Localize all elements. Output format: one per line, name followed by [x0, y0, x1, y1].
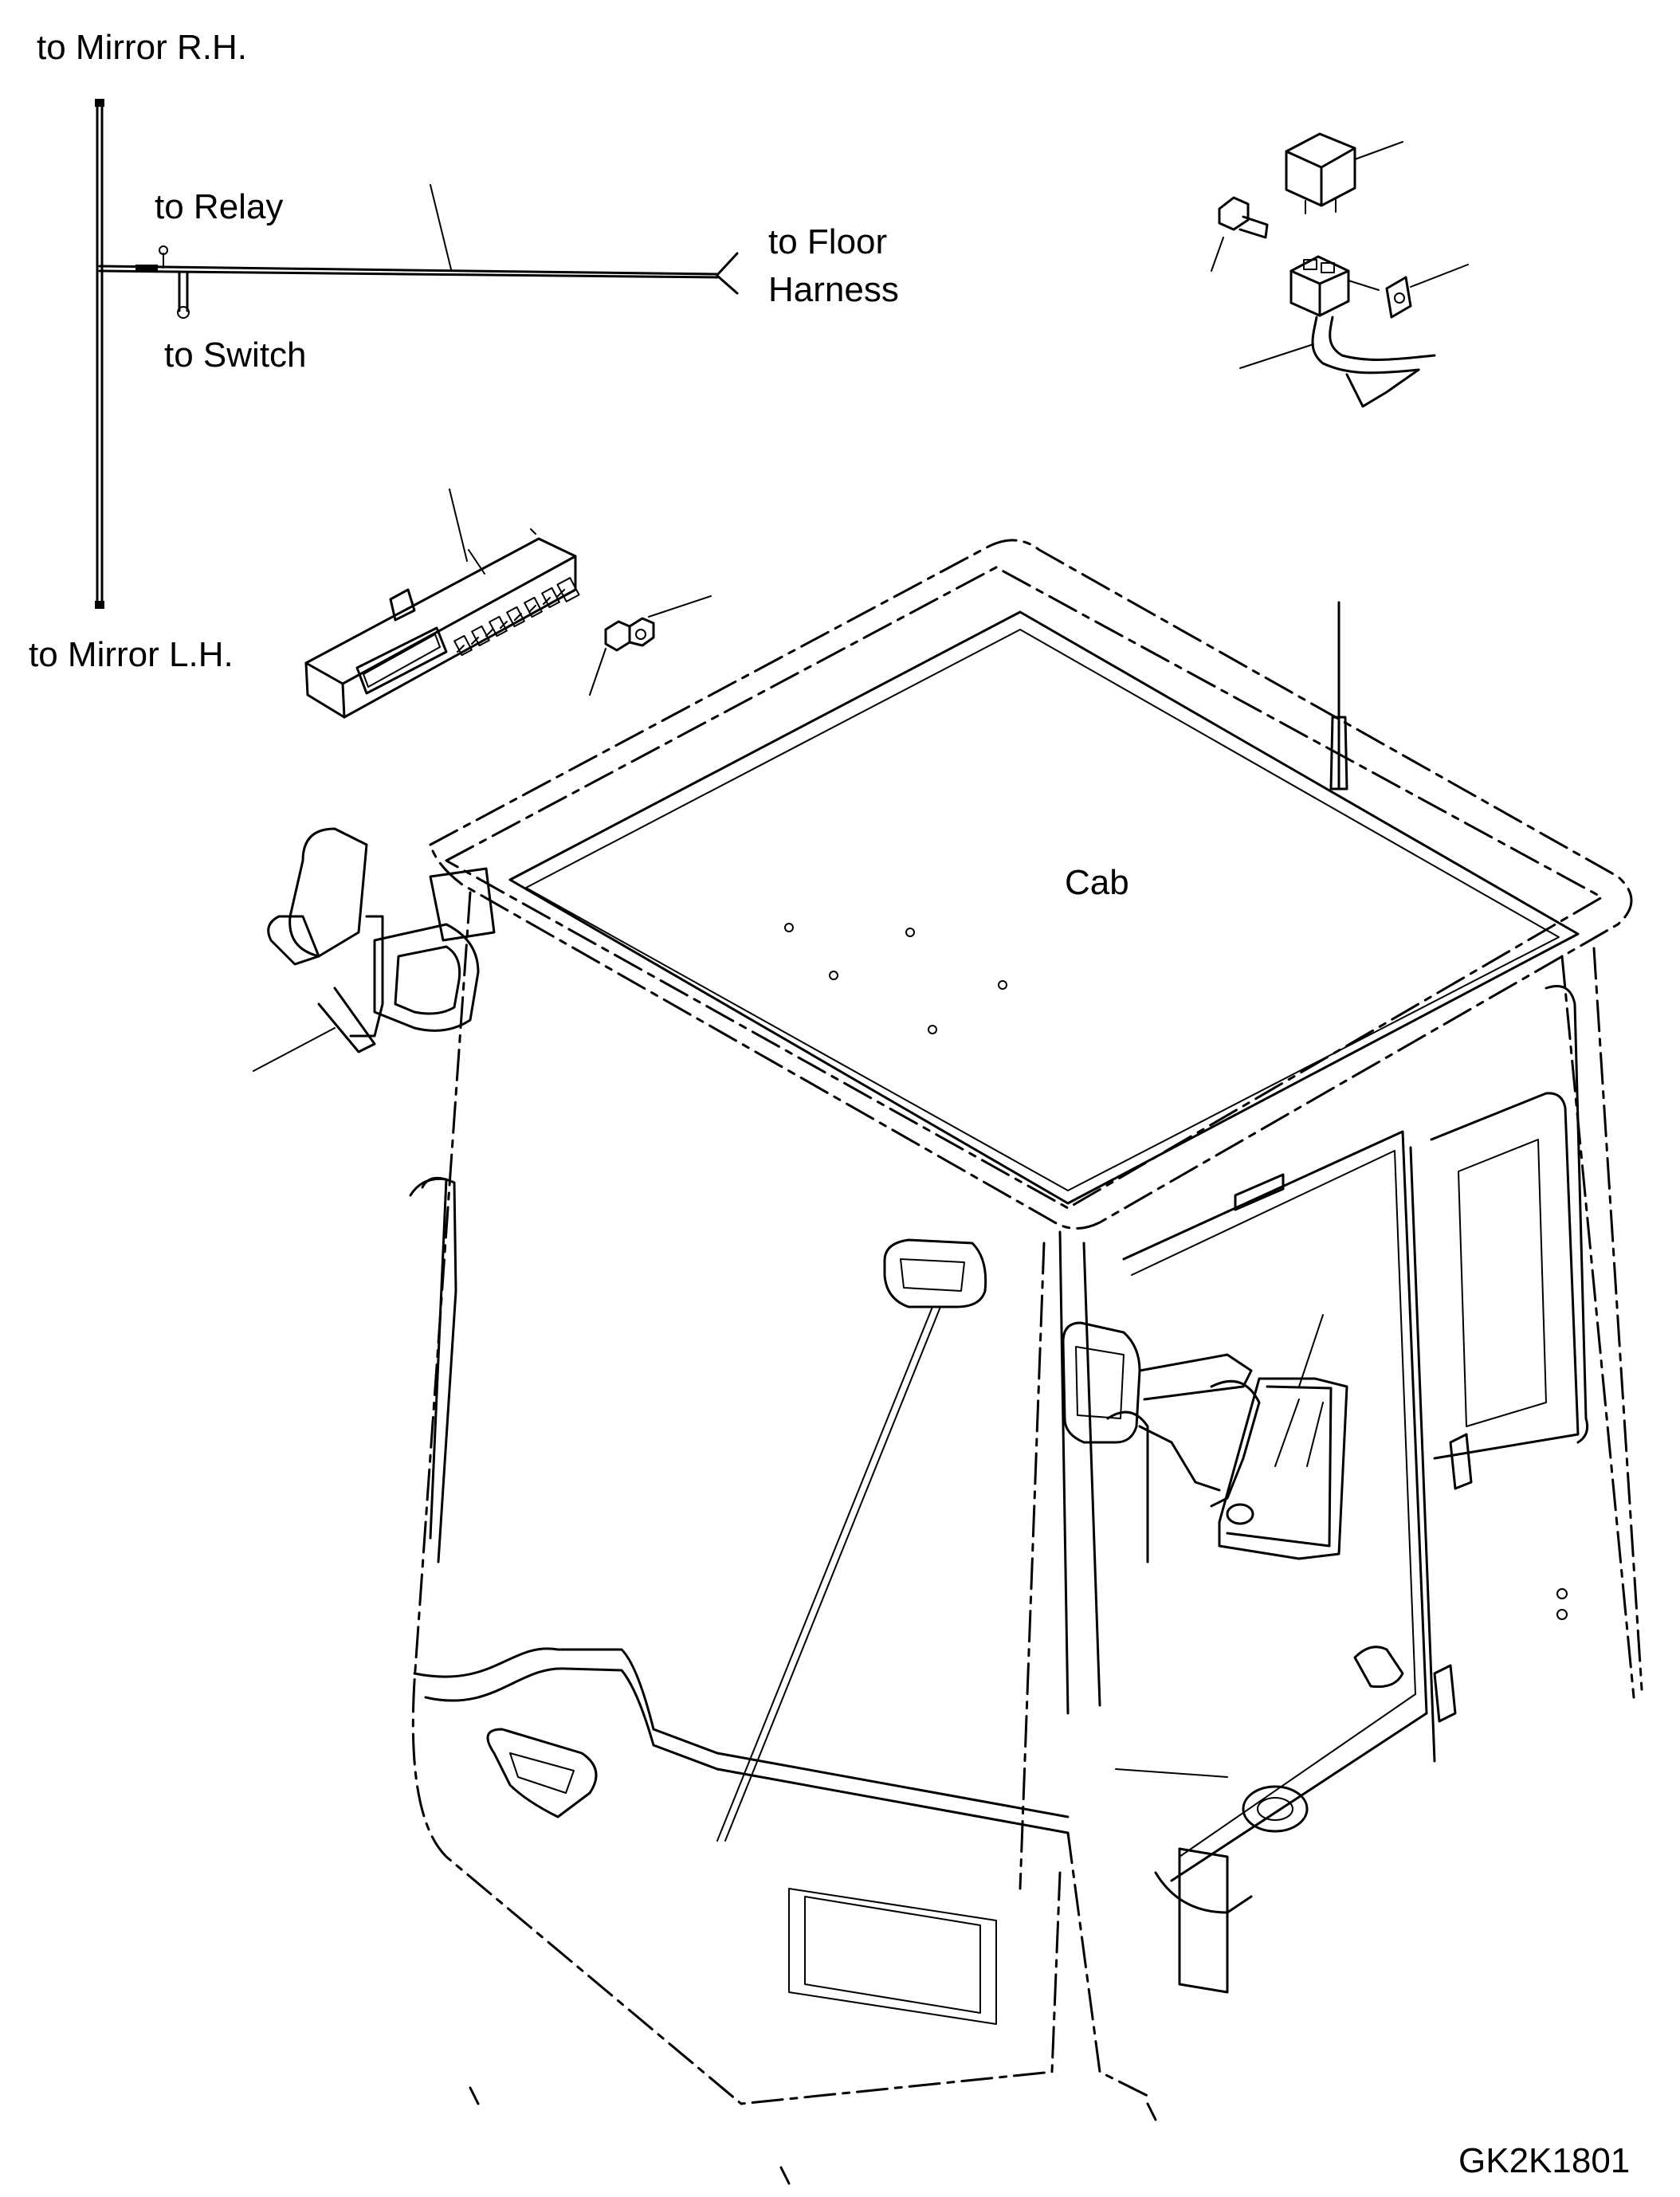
- wiring-harness: [95, 99, 739, 609]
- drawing-code: GK2K1801: [1458, 2141, 1631, 2180]
- fasteners: [469, 1433, 1568, 2185]
- cab-body: [409, 539, 1643, 2105]
- left-mirror-assembly: [253, 827, 496, 1072]
- label-mirror-rh: to Mirror R.H.: [37, 28, 247, 67]
- label-relay: to Relay: [155, 187, 284, 226]
- label-cab: Cab: [1065, 863, 1129, 902]
- label-switch: to Switch: [164, 335, 307, 375]
- right-mirror-assembly: [1062, 1314, 1348, 1560]
- switch-panel: [304, 488, 712, 719]
- relay-assembly: [1211, 132, 1469, 408]
- label-floor-harness-2: Harness: [768, 270, 899, 309]
- label-mirror-lh: to Mirror L.H.: [29, 635, 234, 674]
- label-floor-harness-1: to Floor: [768, 222, 888, 261]
